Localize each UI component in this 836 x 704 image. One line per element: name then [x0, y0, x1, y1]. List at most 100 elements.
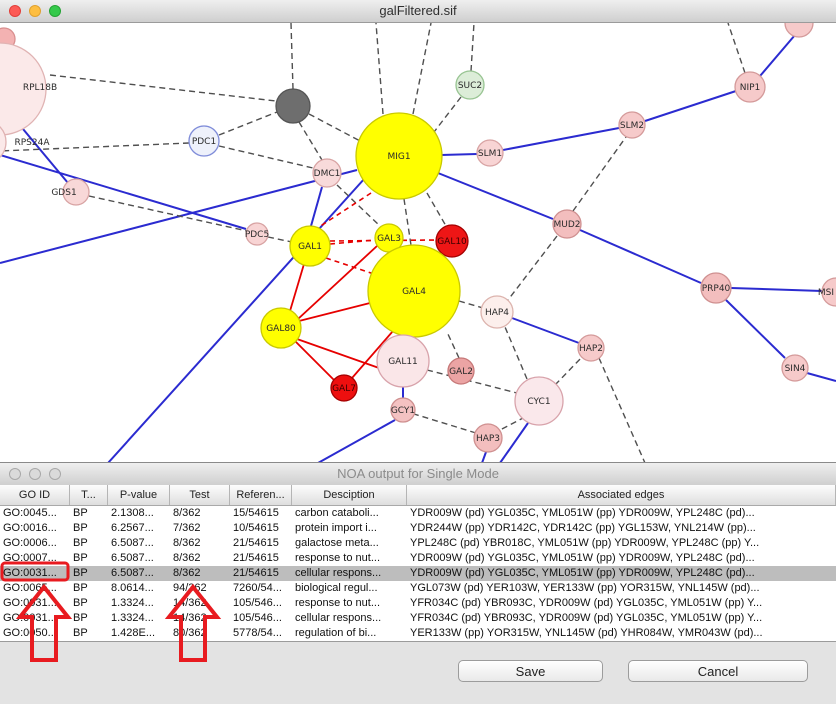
- node-slm1[interactable]: [476, 139, 504, 167]
- network-edge[interactable]: [413, 413, 477, 434]
- network-edge[interactable]: [375, 23, 384, 115]
- node-gal11[interactable]: [376, 334, 430, 388]
- node-gds1[interactable]: [62, 178, 90, 206]
- network-edge[interactable]: [49, 74, 277, 102]
- zoom-button[interactable]: [49, 5, 61, 17]
- column-header-p-value[interactable]: P-value: [108, 485, 170, 505]
- node-unlabeled[interactable]: [275, 88, 311, 124]
- node-pdc1[interactable]: [188, 125, 220, 157]
- node-hap4[interactable]: [480, 295, 514, 329]
- node-gal10[interactable]: [435, 224, 469, 258]
- node-hap3[interactable]: [473, 423, 503, 453]
- network-edge[interactable]: [297, 245, 378, 320]
- network-edge[interactable]: [470, 23, 475, 72]
- network-edge[interactable]: [218, 111, 278, 136]
- network-edge[interactable]: [310, 186, 323, 227]
- network-edge[interactable]: [289, 263, 305, 312]
- network-edge[interactable]: [507, 235, 558, 301]
- network-edge[interactable]: [499, 422, 529, 463]
- network-edge[interactable]: [481, 451, 487, 463]
- network-edge[interactable]: [806, 372, 836, 382]
- column-header-description[interactable]: Desciption: [292, 485, 407, 505]
- node-rpl18b[interactable]: [0, 42, 47, 136]
- node-suc2[interactable]: [455, 70, 485, 100]
- network-edge[interactable]: [296, 338, 380, 369]
- network-edge[interactable]: [426, 369, 518, 394]
- network-edge[interactable]: [440, 153, 478, 156]
- close-button[interactable]: [9, 468, 21, 480]
- network-edge[interactable]: [218, 145, 314, 169]
- node-sin4[interactable]: [781, 354, 809, 382]
- network-edge[interactable]: [0, 154, 247, 230]
- node-cyc1[interactable]: [514, 376, 564, 426]
- network-edge[interactable]: [317, 419, 396, 463]
- node-unlabeled[interactable]: [784, 23, 814, 38]
- network-edge[interactable]: [572, 136, 627, 212]
- network-edge[interactable]: [294, 340, 335, 381]
- node-hap2[interactable]: [577, 334, 605, 362]
- network-edge[interactable]: [308, 113, 363, 143]
- network-edge[interactable]: [318, 192, 372, 228]
- network-edge[interactable]: [598, 357, 646, 463]
- network-edge[interactable]: [403, 198, 412, 246]
- node-slm2[interactable]: [618, 111, 646, 139]
- network-edge[interactable]: [759, 34, 796, 77]
- column-header-type[interactable]: T...: [70, 485, 108, 505]
- network-edge[interactable]: [412, 23, 432, 115]
- minimize-button[interactable]: [29, 5, 41, 17]
- network-edge[interactable]: [446, 331, 460, 359]
- node-msi[interactable]: [821, 277, 836, 307]
- zoom-button[interactable]: [49, 468, 61, 480]
- cancel-button[interactable]: Cancel: [628, 660, 808, 682]
- node-prp40[interactable]: [700, 272, 732, 304]
- network-edge[interactable]: [433, 96, 462, 133]
- network-edge[interactable]: [458, 300, 484, 309]
- network-edge[interactable]: [426, 192, 447, 227]
- close-button[interactable]: [9, 5, 21, 17]
- network-edge[interactable]: [325, 257, 378, 276]
- network-window-titlebar[interactable]: galFiltered.sif: [0, 0, 836, 23]
- node-gcy1[interactable]: [390, 397, 416, 423]
- network-edge[interactable]: [725, 299, 786, 359]
- save-button[interactable]: Save: [458, 660, 603, 682]
- network-edge[interactable]: [88, 195, 248, 232]
- node-gal2[interactable]: [447, 357, 475, 385]
- network-edge[interactable]: [504, 326, 528, 380]
- network-edge[interactable]: [579, 229, 702, 284]
- noa-window-titlebar[interactable]: NOA output for Single Mode: [0, 463, 836, 486]
- node-rps24a[interactable]: [0, 120, 7, 164]
- network-edge[interactable]: [107, 177, 366, 463]
- network-edge[interactable]: [351, 330, 394, 379]
- network-edge[interactable]: [437, 172, 554, 220]
- network-edge[interactable]: [336, 184, 382, 228]
- network-edge[interactable]: [644, 90, 737, 122]
- network-edge[interactable]: [499, 416, 526, 431]
- network-edge[interactable]: [727, 23, 746, 74]
- network-edge[interactable]: [267, 236, 293, 243]
- column-header-test[interactable]: Test: [170, 485, 230, 505]
- network-edge[interactable]: [730, 287, 823, 292]
- column-header-reference[interactable]: Referen...: [230, 485, 292, 505]
- node-mig1[interactable]: [355, 112, 443, 200]
- column-header-associated-edges[interactable]: Associated edges: [407, 485, 836, 505]
- minimize-button[interactable]: [29, 468, 41, 480]
- network-edge[interactable]: [298, 121, 323, 161]
- network-canvas[interactable]: RPL18BRPS24AGDS1PDC1DMC1MIG1SUC2SLM1SLM2…: [0, 23, 836, 463]
- node-mud2[interactable]: [552, 209, 582, 239]
- node-nip1[interactable]: [734, 71, 766, 103]
- node-pdc5[interactable]: [245, 222, 269, 246]
- network-edge[interactable]: [502, 127, 620, 151]
- node-dmc1[interactable]: [312, 158, 342, 188]
- network-edge[interactable]: [298, 302, 371, 322]
- node-gal7[interactable]: [330, 374, 358, 402]
- network-edge[interactable]: [0, 142, 190, 152]
